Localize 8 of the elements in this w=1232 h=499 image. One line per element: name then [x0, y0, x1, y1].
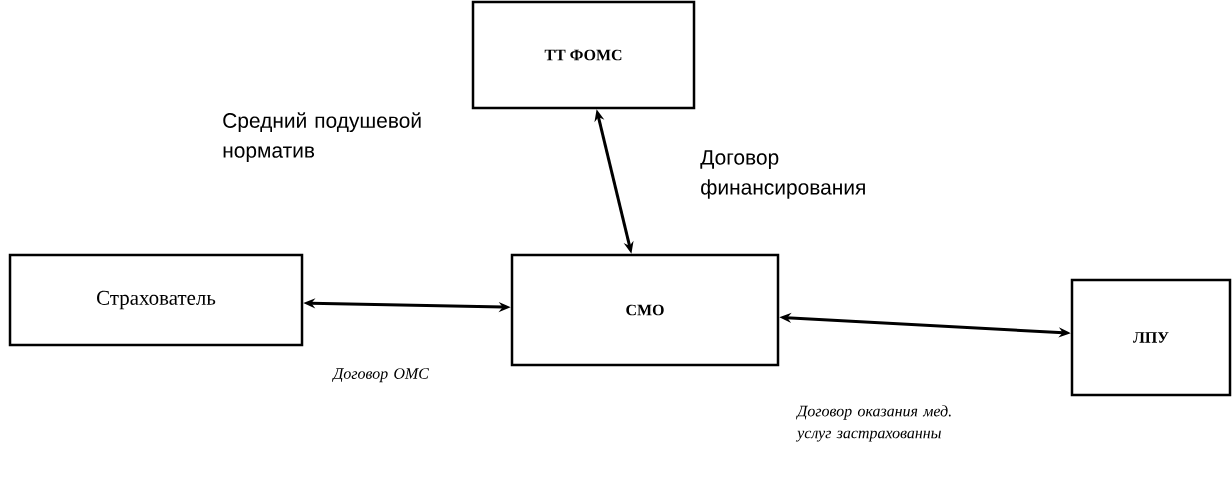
- box: ТТ ФОМС: [471, 0, 696, 110]
- note-text: Средний подушевой норматив: [223, 112, 421, 162]
- box: ЛПУ: [1070, 278, 1232, 397]
- edge-label: Договор ОМС: [331, 368, 430, 383]
- edge-label: Договор оказания мед. услуг застрахованны: [795, 405, 951, 442]
- box: Страхователь: [8, 253, 304, 347]
- box: СМО: [510, 253, 780, 367]
- edge-label: Договор финансирования: [700, 150, 865, 199]
